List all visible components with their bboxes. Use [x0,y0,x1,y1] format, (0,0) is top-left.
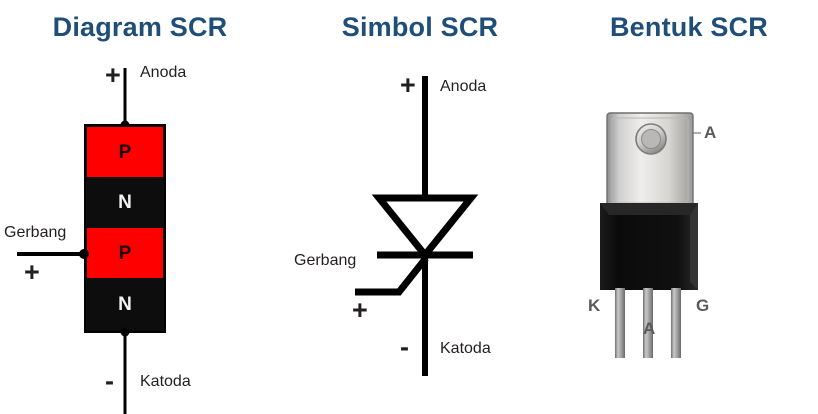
bentuk-scr-photo [600,112,701,358]
symbol-cathode-label: Katoda [440,340,491,357]
lead-k [615,288,625,358]
diagram-cathode-label: Katoda [140,373,191,390]
cathode-terminal-dot [120,327,130,337]
panel-bentuk-scr: Bentuk SCR [560,0,818,414]
symbol-gate-label: Gerbang [294,252,357,269]
diagram-scr-drawing [17,68,166,414]
panel-diagram-title: Diagram SCR [52,12,228,42]
symbol-cathode-minus-sign: - [400,332,409,362]
layer-label-n-upper: N [118,192,132,213]
layer-p-bottom [87,228,163,278]
layer-label-p-bottom: P [118,243,132,264]
layer-n-upper [87,177,163,228]
symbol-gate-plus-sign: + [352,295,368,325]
panel-diagram-scr: Diagram SCR P N P N [0,0,280,414]
symbol-anode-label: Anoda [440,78,487,95]
panel-bentuk-title: Bentuk SCR [609,12,768,42]
package-tab-label-a: A [704,123,717,142]
package-body-right-edge [690,203,698,290]
simbol-scr-drawing [355,76,479,376]
package-pin-label-a: A [643,319,656,338]
gate-terminal-dot [79,249,89,259]
diagram-gate-label: Gerbang [4,224,67,241]
layer-p-top [87,127,163,177]
diagram-anode-label: Anoda [140,64,187,81]
package-body-top-chamfer [600,203,698,215]
layer-label-p-top: P [118,142,132,163]
package-pin-label-k: K [588,296,601,315]
panel-simbol-scr: Simbol SCR + Anoda Gerbang + - Katoda [280,0,560,414]
diagram-cathode-minus-sign: - [105,366,114,396]
layer-n-lower [87,278,163,330]
symbol-gate-lead [355,255,429,296]
lead-a [643,288,653,358]
layer-label-n-lower: N [118,294,132,315]
panel-symbol-title: Simbol SCR [341,12,499,42]
package-pin-label-g: G [696,296,710,315]
mounting-hole-inner [641,129,661,149]
symbol-anode-plus-sign: + [400,70,416,100]
diagram-anode-plus-sign: + [105,60,121,90]
diagram-gate-plus-sign: + [24,257,40,287]
lead-g [671,288,681,358]
symbol-diode-triangle [371,194,479,261]
package-plastic-body-main [600,203,698,290]
